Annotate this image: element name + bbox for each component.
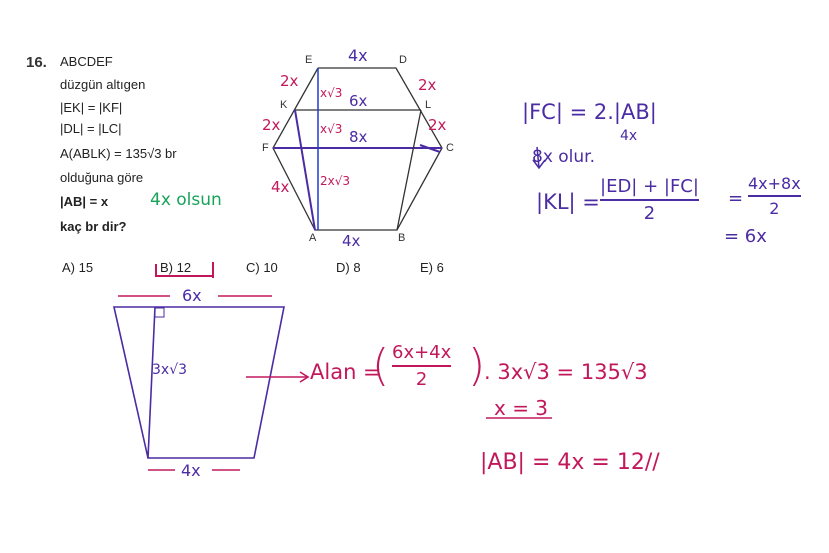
choice-b: B) 12: [160, 260, 192, 275]
work-kl-num: |ED| + |FC|: [600, 176, 699, 197]
hex-label-top: 4x: [348, 46, 368, 65]
vertex-e: E: [305, 54, 313, 66]
question-line-1: ABCDEF: [60, 54, 113, 69]
area-bar: [392, 365, 452, 367]
hex-label-kf: 2x: [262, 116, 281, 134]
area-num: 6x+4x: [392, 342, 452, 363]
area-x-line: x = 3: [494, 396, 549, 420]
question-line-6: olduğuna göre: [60, 170, 144, 185]
choice-d: D) 8: [336, 260, 361, 275]
vertex-k: K: [280, 99, 288, 111]
hex-label-h-bottom: 2x√3: [320, 174, 351, 188]
hex-label-ed-left: 2x: [280, 72, 299, 90]
choice-a: A) 15: [62, 260, 94, 275]
question-line-2: düzgün altıgen: [60, 77, 146, 92]
trap-label-height: 3x√3: [152, 362, 188, 378]
hex-label-fc: 8x: [349, 128, 368, 146]
work-kl-eq: =: [728, 188, 744, 209]
hex-label-ed-right: 2x: [418, 76, 437, 94]
area-lhs: Alan =: [310, 360, 381, 384]
hexagon-figure: [272, 67, 443, 231]
question-number: 16.: [26, 54, 47, 71]
hex-label-h-mid: x√3: [320, 122, 343, 136]
area-den: 2: [415, 369, 428, 390]
vertex-a: A: [309, 232, 317, 244]
work-kl-den2: 2: [769, 199, 780, 218]
question-note: 4x olsun: [150, 190, 222, 210]
question-line-8: kaç br dir?: [60, 219, 127, 234]
trap-label-bottom: 4x: [181, 461, 201, 480]
vertex-l: L: [425, 99, 432, 111]
segment-ka: [294, 109, 316, 231]
trap-label-top: 6x: [182, 286, 202, 305]
work-fc-sub: 4x: [620, 128, 638, 144]
choice-c: C) 10: [246, 260, 278, 275]
question-line-4: |DL| = |LC|: [60, 121, 122, 136]
work-kl-bar2: [748, 195, 801, 197]
down-arrow: [532, 146, 546, 170]
work-kl-fraction: |ED| + |FC| 2: [600, 176, 699, 224]
work-kl-num2: 4x+8x: [748, 174, 801, 193]
question-line-7: |AB| = x: [60, 194, 109, 209]
area-paren-right: ): [468, 340, 486, 391]
area-paren-left: (: [372, 340, 390, 391]
segment-lc-mark: [419, 144, 441, 153]
hex-label-h-top: x√3: [320, 86, 343, 100]
work-kl-den: 2: [643, 203, 656, 224]
trapezoid-height: [147, 306, 156, 459]
vertex-f: F: [262, 142, 269, 154]
choice-e: E) 6: [420, 260, 444, 275]
vertex-b: B: [398, 232, 406, 244]
vertex-c: C: [446, 142, 454, 154]
hex-label-kl: 6x: [349, 92, 368, 110]
trapezoid-outline: [112, 306, 285, 459]
question-line-3: |EK| = |KF|: [60, 100, 123, 115]
choice-b-mark: [155, 262, 214, 278]
work-8x-line: 8x olur.: [532, 147, 596, 167]
hex-label-ab: 4x: [342, 232, 361, 250]
right-angle-mark: [154, 307, 165, 318]
hex-label-af: 4x: [271, 178, 290, 196]
vertex-d: D: [399, 54, 407, 66]
work-kl-lhs: |KL| =: [536, 190, 600, 214]
arrow-head: [299, 371, 310, 383]
hex-label-lc: 2x: [428, 116, 447, 134]
area-rhs: . 3x√3 = 135√3: [484, 360, 648, 384]
area-fraction: 6x+4x 2: [392, 342, 452, 390]
trapezoid-figure: [112, 295, 310, 471]
question-line-5: A(ABLK) = 135√3 br: [60, 146, 177, 161]
work-kl-fraction-2: 4x+8x 2: [748, 174, 801, 218]
work-fc-line: |FC| = 2.|AB|: [522, 100, 657, 124]
work-kl-result: = 6x: [724, 226, 767, 247]
work-kl-bar: [600, 199, 699, 201]
segment-lb: [396, 109, 422, 231]
area-answer: |AB| = 4x = 12//: [480, 450, 660, 475]
